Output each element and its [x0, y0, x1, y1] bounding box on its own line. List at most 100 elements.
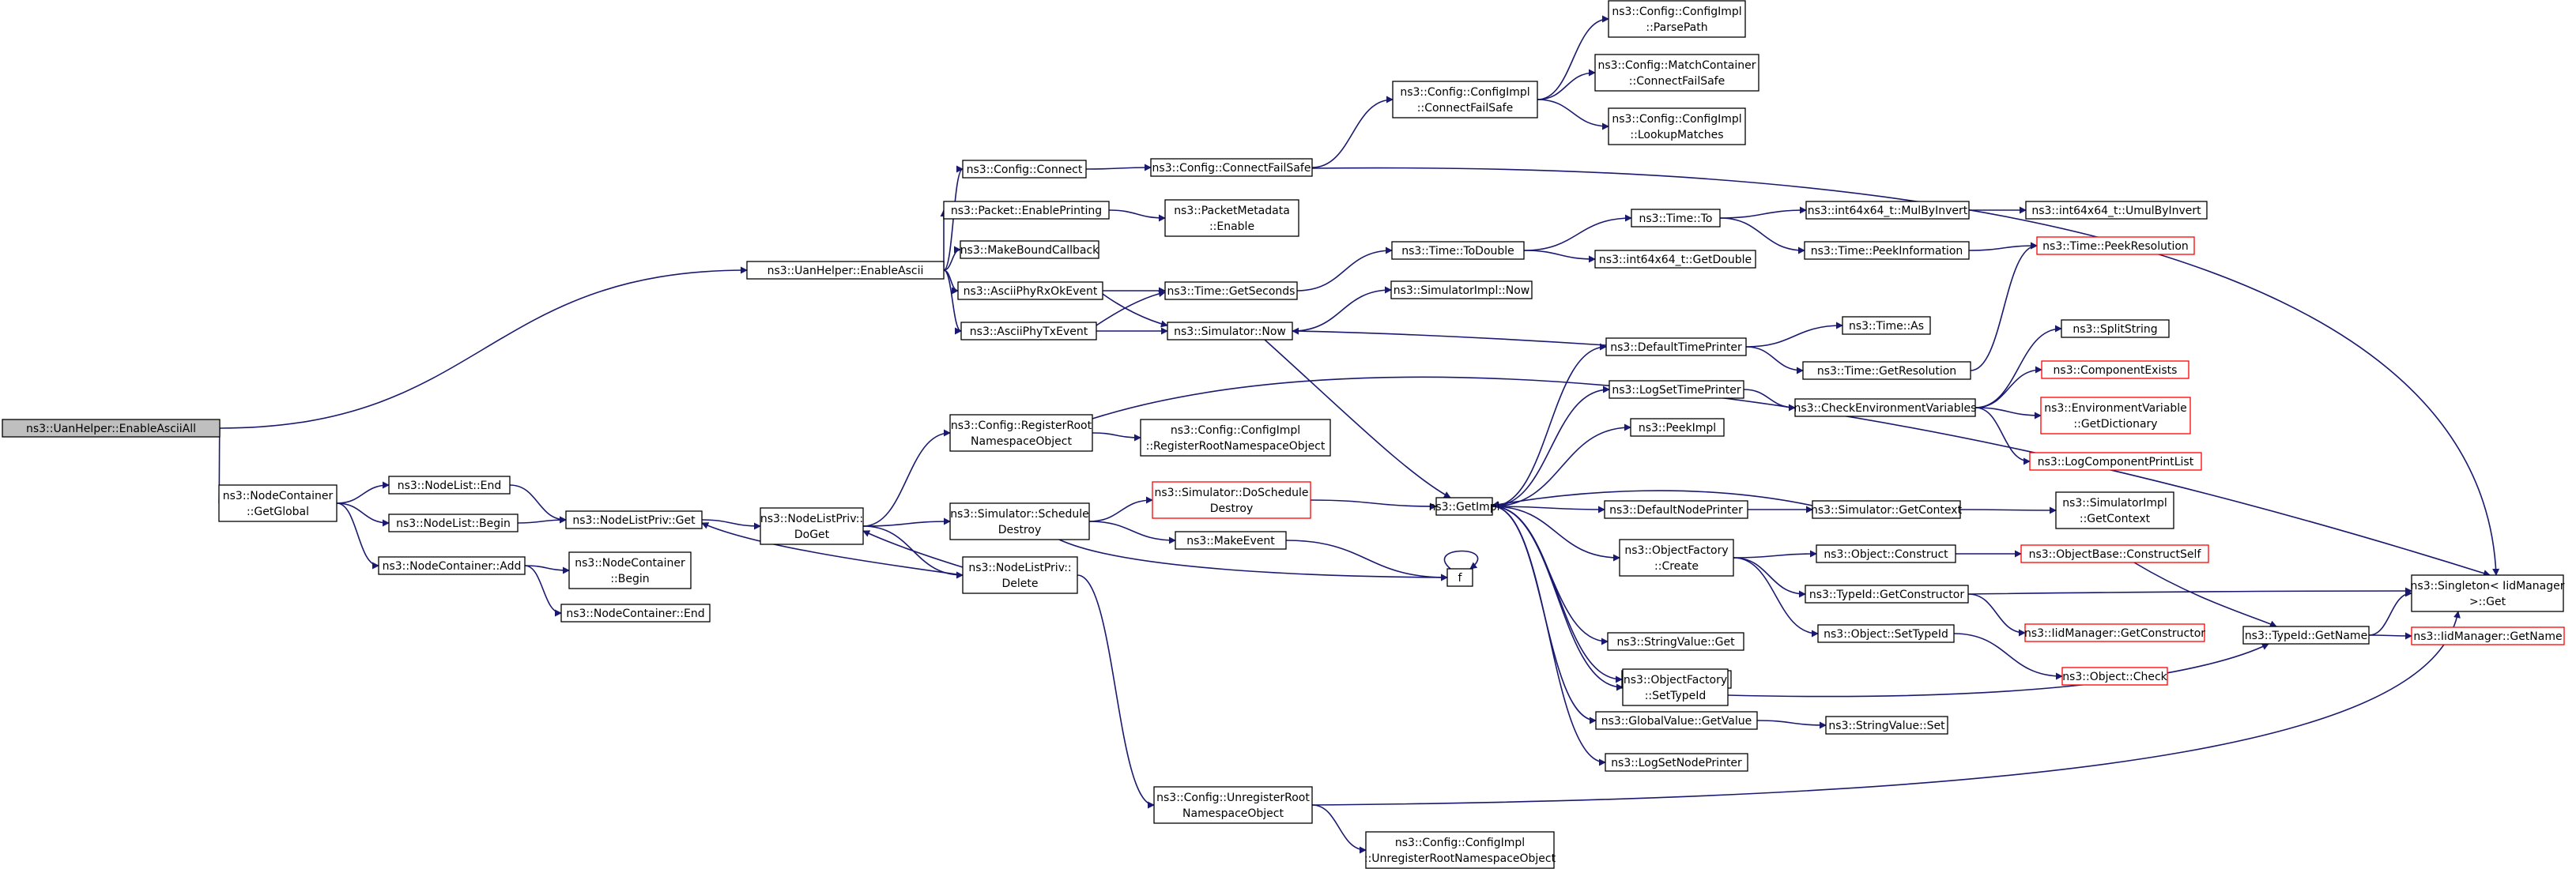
node-splitstring[interactable]: ns3::SplitString: [2061, 319, 2170, 338]
node-nlp-delete[interactable]: ns3::NodeListPriv::Delete: [962, 556, 1078, 594]
node-cfg-unreg[interactable]: ns3::Config::UnregisterRootNamespaceObje…: [1153, 786, 1313, 824]
node-box: [1150, 158, 1313, 177]
node-sim-getcontext[interactable]: ns3::Simulator::GetContext: [1811, 500, 1963, 519]
node-label: ns3::NodeContainer::End: [566, 608, 704, 620]
node-box: [2025, 201, 2208, 220]
node-nc-end[interactable]: ns3::NodeContainer::End: [560, 604, 711, 623]
node-time-getsec[interactable]: ns3::Time::GetSeconds: [1164, 281, 1298, 300]
node-peekimpl[interactable]: ns3::PeekImpl: [1630, 418, 1725, 437]
node-globalvalue-getvalue[interactable]: ns3::GlobalValue::GetValue: [1595, 711, 1758, 730]
node-cfgimpl-connectfs[interactable]: ns3::Config::ConfigImpl::ConnectFailSafe: [1392, 81, 1538, 118]
edge-line: [701, 522, 964, 576]
node-nodelist-end[interactable]: ns3::NodeList::End: [388, 476, 511, 495]
node-cfg-connectfs[interactable]: ns3::Config::ConnectFailSafe: [1150, 158, 1313, 177]
node-objfactory-create[interactable]: ns3::ObjectFactory::Create: [1619, 539, 1734, 577]
edge-line: [1537, 99, 1609, 130]
edge-line: [1058, 539, 1448, 581]
node-nc-add[interactable]: ns3::NodeContainer::Add: [378, 556, 526, 575]
node-makeevent[interactable]: ns3::MakeEvent: [1175, 531, 1287, 550]
node-stringvalue-set[interactable]: ns3::StringValue::Set: [1825, 716, 1948, 735]
edge-uan_enableascii-to-asciitx: [943, 269, 962, 335]
node-checkenv[interactable]: ns3::CheckEnvironmentVariables: [1794, 398, 1977, 417]
node-singleton-get[interactable]: ns3::Singleton< IidManager>::Get: [2411, 574, 2565, 612]
node-iidmgr-getname[interactable]: ns3::IidManager::GetName: [2411, 626, 2565, 645]
node-i64-mulbyinvert[interactable]: ns3::int64x64_t::MulByInvert: [1805, 201, 1970, 220]
node-nodelist-begin[interactable]: ns3::NodeList::Begin: [388, 514, 519, 532]
node-f[interactable]: f: [1446, 568, 1473, 587]
node-cfgimpl-parsepath[interactable]: ns3::Config::ConfigImpl::ParsePath: [1608, 0, 1746, 38]
edge-line: [1970, 242, 2038, 371]
node-pkt-enable[interactable]: ns3::Packet::EnablePrinting: [943, 201, 1110, 220]
edge-time_todouble-to-i64_getdouble: [1523, 250, 1596, 263]
node-asciitx[interactable]: ns3::AsciiPhyTxEvent: [960, 322, 1097, 340]
edge-time_getsec-to-time_todouble: [1296, 246, 1393, 292]
node-box: [1390, 280, 1533, 299]
node-label: ns3::StringValue::Set: [1828, 720, 1945, 732]
node-label: ns3::GetImpl: [1428, 501, 1499, 514]
edge-getimpl-to-objfactory_settypeid: [1492, 506, 1624, 691]
node-root[interactable]: ns3::UanHelper::EnableAsciiAll: [2, 419, 221, 438]
node-time-getres[interactable]: ns3::Time::GetResolution: [1802, 361, 1971, 380]
node-time-as[interactable]: ns3::Time::As: [1842, 316, 1931, 335]
edge-line: [1745, 346, 1804, 374]
node-obj-construct[interactable]: ns3::Object::Construct: [1816, 544, 1956, 563]
node-logsettimeprinter[interactable]: ns3::LogSetTimePrinter: [1609, 380, 1744, 399]
node-cfgimpl-lookup[interactable]: ns3::Config::ConfigImpl::LookupMatches: [1608, 107, 1746, 145]
node-uan-enableascii[interactable]: ns3::UanHelper::EnableAscii: [746, 261, 945, 280]
node-i64-getdouble[interactable]: ns3::int64x64_t::GetDouble: [1594, 250, 1756, 269]
node-cfgimpl-unreg[interactable]: ns3::Config::ConfigImpl::UnregisterRootN…: [1364, 831, 1556, 869]
node-time-todouble[interactable]: ns3::Time::ToDouble: [1391, 241, 1525, 260]
node-envvar-getdict[interactable]: ns3::EnvironmentVariable::GetDictionary: [2040, 397, 2191, 434]
node-logcompprint[interactable]: ns3::LogComponentPrintList: [2029, 452, 2202, 471]
node-cfg-regroot[interactable]: ns3::Config::RegisterRootNamespaceObject: [949, 414, 1093, 452]
node-time-peekinfo[interactable]: ns3::Time::PeekInformation: [1804, 241, 1970, 260]
node-objbase-constructself[interactable]: ns3::ObjectBase::ConstructSelf: [2020, 544, 2209, 563]
node-cfgimpl-regroot[interactable]: ns3::Config::ConfigImpl::RegisterRootNam…: [1140, 419, 1331, 457]
node-stringvalue-get[interactable]: ns3::StringValue::Get: [1607, 632, 1744, 651]
node-label: ns3::ObjectFactory: [1624, 544, 1728, 557]
node-label: ns3::Time::GetResolution: [1817, 365, 1956, 378]
node-label: ns3::LogComponentPrintList: [2038, 456, 2194, 468]
node-compexists[interactable]: ns3::ComponentExists: [2041, 360, 2189, 379]
edge-nlp_delete-to-nlp_get: [701, 522, 964, 576]
node-logsetnodeprinter[interactable]: ns3::LogSetNodePrinter: [1605, 753, 1748, 772]
node-time-to[interactable]: ns3::Time::To: [1631, 209, 1721, 228]
edge-nodelist_end-to-nlp_get: [509, 484, 567, 524]
node-obj-settypeid[interactable]: ns3::Object::SetTypeId: [1817, 624, 1955, 643]
node-box: [1391, 241, 1525, 260]
node-cfg-connect[interactable]: ns3::Config::Connect: [962, 160, 1087, 179]
edge-cfg_regroot-to-cfgimpl_regroot: [1092, 432, 1141, 442]
node-nlp-get[interactable]: ns3::NodeListPriv::Get: [565, 510, 703, 529]
node-box: [1153, 786, 1313, 824]
node-iidmgr-getcons[interactable]: ns3::IidManager::GetConstructor: [2024, 623, 2205, 642]
node-makebound[interactable]: ns3::MakeBoundCallback: [960, 240, 1099, 259]
node-sim-now[interactable]: ns3::Simulator::Now: [1167, 322, 1293, 340]
node-obj-check[interactable]: ns3::Object::Check: [2061, 667, 2168, 686]
edge-typeid_getname-to-singleton_get: [2368, 589, 2412, 636]
edge-nc_getglobal-to-nodelist_end: [336, 481, 390, 504]
node-label: ns3::IidManager::GetConstructor: [2024, 627, 2205, 640]
edge-nlp_doget-to-sim_schedule: [862, 517, 951, 527]
node-label: ns3::SplitString: [2072, 323, 2157, 336]
node-box: [746, 261, 945, 280]
node-defaulttimeprinter[interactable]: ns3::DefaultTimePrinter: [1605, 337, 1747, 356]
node-typeid-getcons[interactable]: ns3::TypeId::GetConstructor: [1805, 585, 1969, 604]
node-simimpl-getcontext[interactable]: ns3::SimulatorImpl::GetContext: [2055, 491, 2174, 529]
edge-line: [1733, 550, 1817, 559]
node-cfg-matchcont[interactable]: ns3::Config::MatchContainer::ConnectFail…: [1594, 54, 1759, 92]
node-simimpl-now[interactable]: ns3::SimulatorImpl::Now: [1390, 280, 1533, 299]
node-getimpl[interactable]: ns3::GetImpl: [1428, 497, 1500, 516]
node-pktmeta[interactable]: ns3::PacketMetadata::Enable: [1164, 199, 1299, 237]
node-typeid-getname[interactable]: ns3::TypeId::GetName: [2242, 626, 2370, 645]
node-i64-umulbyinvert[interactable]: ns3::int64x64_t::UmulByInvert: [2025, 201, 2208, 220]
node-nc-begin[interactable]: ns3::NodeContainer::Begin: [568, 551, 692, 589]
node-nlp-doget[interactable]: ns3::NodeListPriv::DoGet: [760, 507, 864, 545]
node-time-peekres[interactable]: ns3::Time::PeekResolution: [2036, 236, 2195, 255]
node-defaultnodeprinter[interactable]: ns3::DefaultNodePrinter: [1604, 500, 1748, 519]
node-label: NamespaceObject: [971, 435, 1072, 448]
node-asciirxok[interactable]: ns3::AsciiPhyRxOkEvent: [957, 281, 1103, 300]
node-objfactory-settypeid[interactable]: ns3::ObjectFactory::SetTypeId: [1622, 668, 1729, 706]
node-nc-getglobal[interactable]: ns3::NodeContainer::GetGlobal: [218, 484, 338, 522]
